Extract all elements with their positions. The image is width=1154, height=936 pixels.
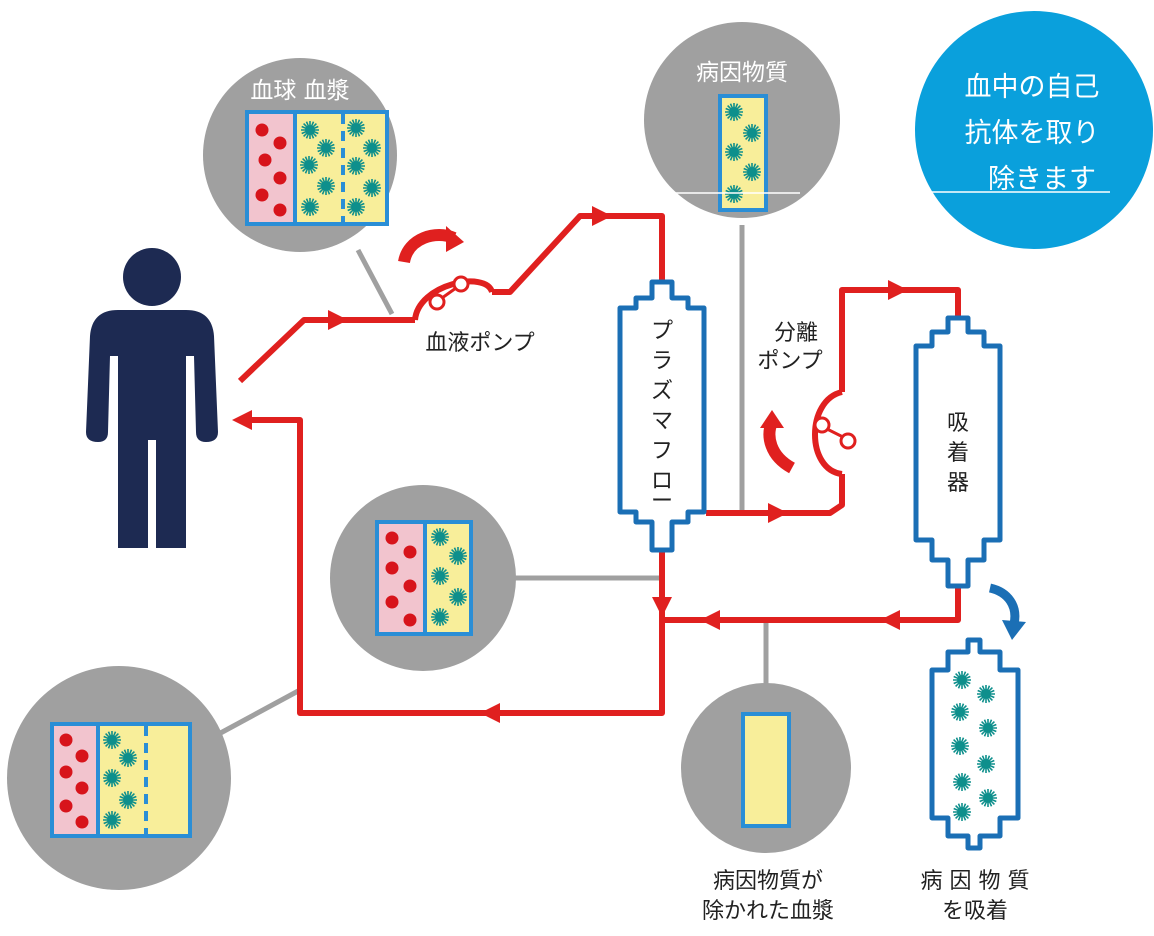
blood-flow-lines <box>237 213 961 716</box>
separation-pump-label-2: ポンプ <box>757 349 822 374</box>
info-badge: 血中の自己 抗体を取り 除きます <box>915 11 1153 249</box>
adsorber-column <box>913 315 1003 589</box>
adsorb-arrow <box>988 583 1026 640</box>
svg-text:ー: ー <box>651 489 673 514</box>
bubble-returned-blood <box>7 666 231 890</box>
svg-text:ラ: ラ <box>651 349 673 374</box>
svg-text:着: 着 <box>947 441 969 466</box>
badge-line-1: 血中の自己 <box>965 72 1100 103</box>
plasmaflo-filter <box>617 279 707 553</box>
plasma-removed-label-1: 病因物質が <box>713 869 823 894</box>
plasmaflo-label: プ ラ ズ マ フ ロ ー <box>651 319 673 514</box>
svg-text:吸: 吸 <box>947 411 969 436</box>
svg-text:器: 器 <box>947 471 969 496</box>
svg-text:マ: マ <box>651 409 673 434</box>
adsorber-label: 吸 着 器 <box>947 411 969 496</box>
adsorbed-label-2: を吸着 <box>942 899 1008 924</box>
svg-text:フ: フ <box>651 439 673 464</box>
svg-text:ロ: ロ <box>651 469 673 494</box>
plasma-removed-label-2: 除かれた血漿 <box>702 899 834 924</box>
bubble-blood-plasma: 血球 血漿 <box>203 58 397 252</box>
separation-pump-icon <box>760 410 857 474</box>
adsorbed-label-1: 病 因 物 質 <box>921 869 1030 894</box>
flow-arrows <box>232 206 908 723</box>
svg-text:ズ: ズ <box>651 379 673 404</box>
separation-pump-label-1: 分離 <box>774 321 818 346</box>
bubble-mixed <box>330 485 516 671</box>
blood-pump-label: 血液ポンプ <box>425 331 534 356</box>
connector-lines <box>213 225 769 739</box>
bubble-title-blood-plasma: 血球 血漿 <box>250 78 349 104</box>
bubble-pathogen: 病因物質 <box>644 22 840 218</box>
bubble-title-pathogen: 病因物質 <box>696 60 788 86</box>
badge-line-3: 除きます <box>988 164 1096 195</box>
patient-icon <box>86 248 218 548</box>
badge-line-2: 抗体を取り <box>965 118 1100 149</box>
adsorbed-column <box>929 637 1021 851</box>
svg-text:プ: プ <box>651 319 673 344</box>
blood-pump-icon <box>398 226 470 311</box>
bubble-clean-plasma <box>681 683 851 853</box>
